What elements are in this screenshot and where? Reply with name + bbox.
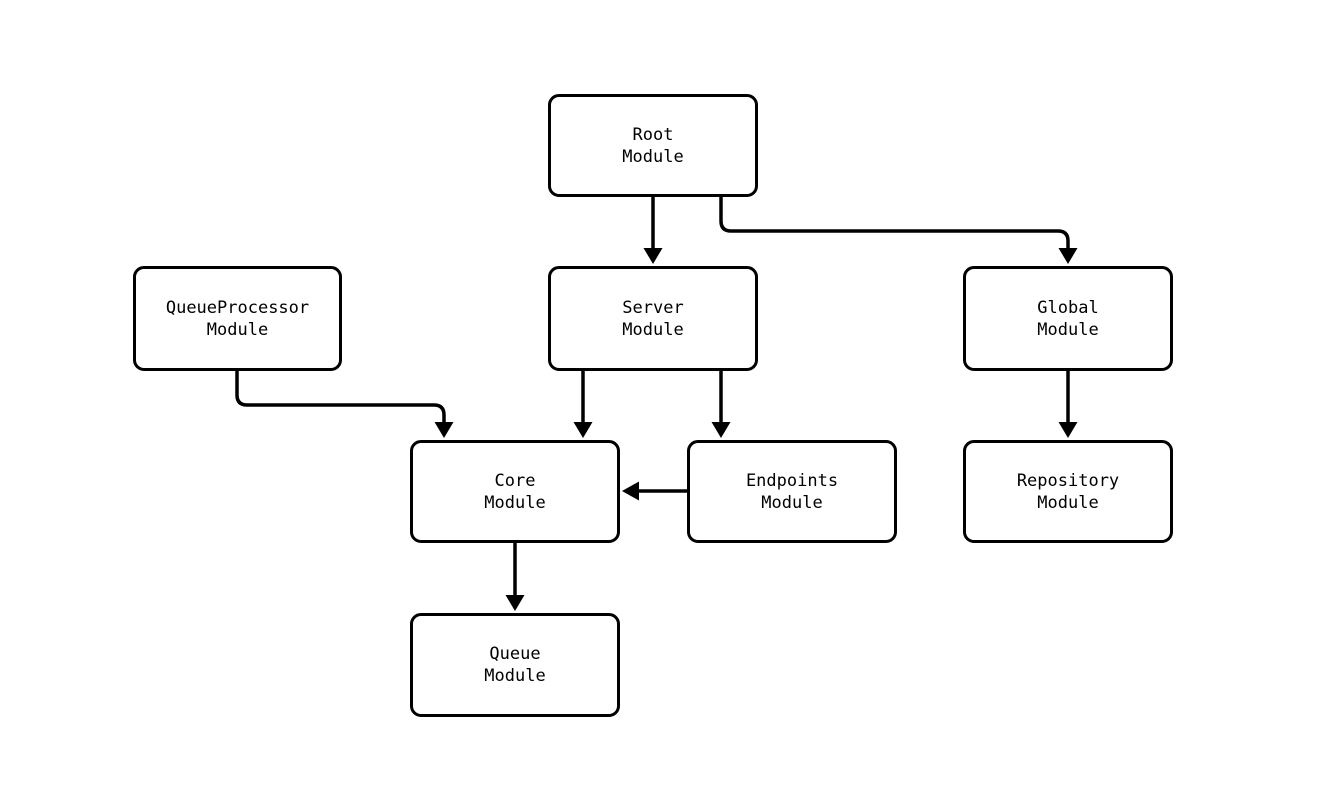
edge-core-to-queue — [505, 543, 525, 611]
edge-global-to-repository — [1058, 371, 1078, 438]
arrowhead — [573, 422, 593, 438]
node-queueprocessor[interactable]: QueueProcessor Module — [133, 266, 342, 371]
node-label-repository: Repository Module — [1016, 470, 1120, 513]
edge-server-to-endpoints — [711, 371, 731, 438]
node-endpoints[interactable]: Endpoints Module — [687, 440, 897, 543]
edge-queueprocessor-to-core — [235, 371, 454, 438]
edge-endpoints-to-core — [622, 481, 687, 501]
arrowhead — [1058, 248, 1078, 264]
node-label-queue: Queue Module — [484, 644, 546, 686]
edge-server-to-core — [573, 371, 593, 438]
node-label-root: Root Module — [622, 124, 684, 167]
arrowhead — [434, 422, 454, 438]
arrowhead — [505, 595, 525, 611]
arrowhead — [622, 481, 639, 501]
arrowhead — [711, 422, 731, 438]
edge-root-to-global — [719, 197, 1078, 264]
node-label-server: Server Module — [622, 297, 684, 340]
node-label-queueprocessor: QueueProcessor Module — [165, 297, 310, 340]
edge-root-to-server — [643, 197, 663, 264]
node-server[interactable]: Server Module — [548, 266, 758, 371]
node-label-global: Global Module — [1037, 297, 1099, 340]
node-label-core: Core Module — [484, 470, 546, 513]
node-queue[interactable]: Queue Module — [410, 613, 620, 717]
node-label-endpoints: Endpoints Module — [745, 470, 839, 513]
arrowhead — [643, 248, 663, 264]
node-core[interactable]: Core Module — [410, 440, 620, 543]
node-repository[interactable]: Repository Module — [963, 440, 1173, 543]
arrowhead — [1058, 422, 1078, 438]
node-global[interactable]: Global Module — [963, 266, 1173, 371]
node-root[interactable]: Root Module — [548, 94, 758, 197]
